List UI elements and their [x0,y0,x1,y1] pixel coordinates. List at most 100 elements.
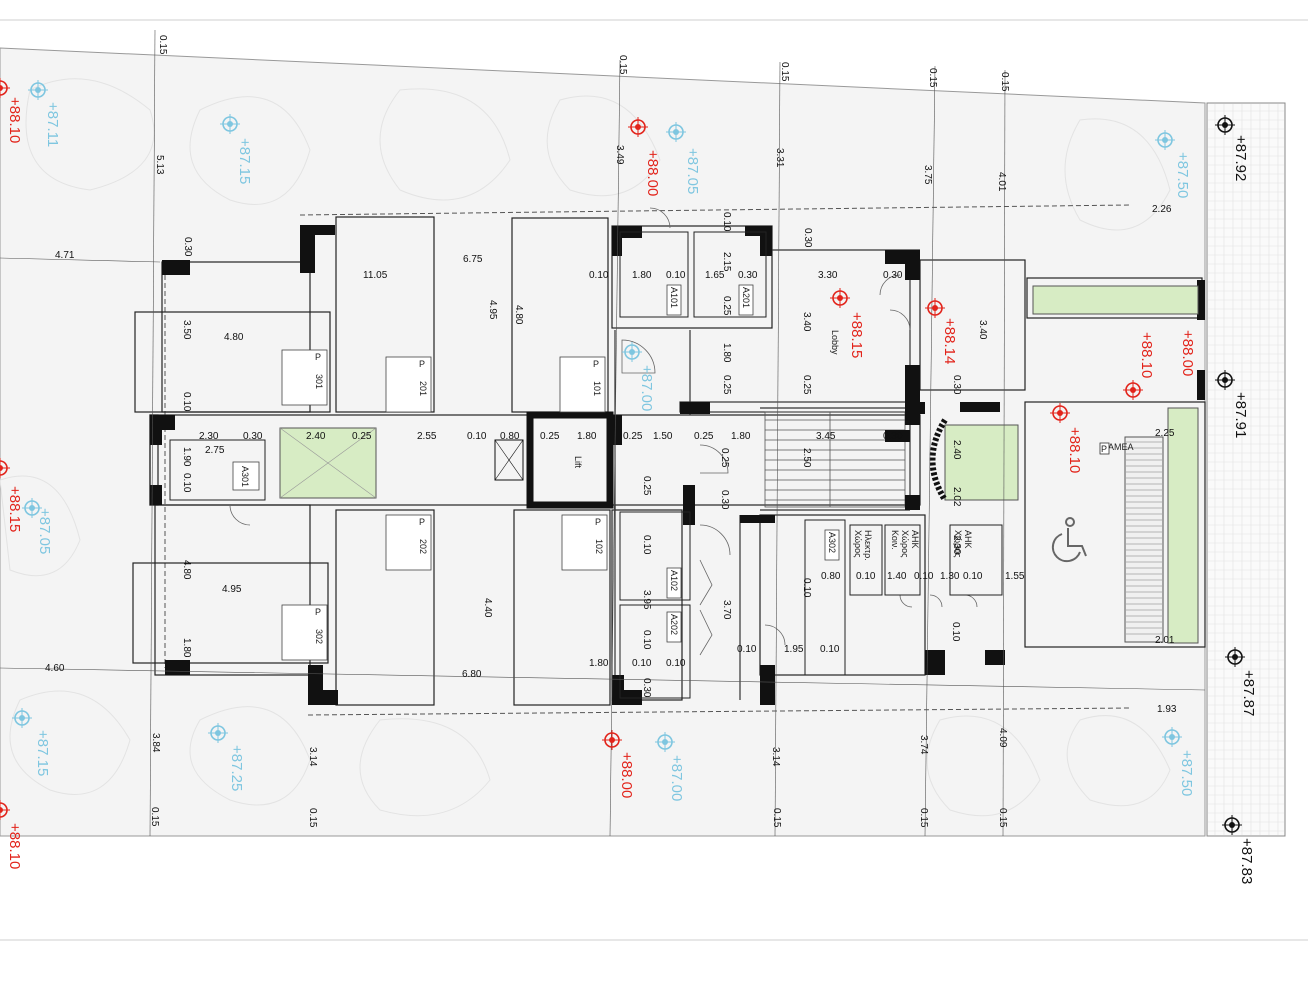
dimension-label: 0.15 [771,808,782,828]
dimension-label: 4.01 [996,172,1007,192]
dimension-lines [0,29,1206,837]
dimension-label: 0.25 [721,375,732,395]
amea-parking-symbol: P [1101,444,1107,454]
parking-number: 301 [314,374,324,389]
ramp [1124,436,1164,643]
dimension-label: 0.15 [918,808,929,828]
void-cross [279,427,377,499]
parking-tag-101: P 101 [559,356,606,413]
parking-number: 302 [314,629,324,644]
storage-label: A301 [240,466,250,487]
dimension-label: 2.75 [205,445,225,456]
storage-rooms [169,231,1003,699]
lift: Lift [494,411,614,509]
level-markers [0,78,1245,835]
dimension-label: 2.30 [199,431,219,442]
dimension-label: 1.80 [589,658,609,669]
dimension-label: 0.30 [883,270,903,281]
dimension-label: 0.10 [181,473,192,493]
amea-label: ΑΜΕΑ [1108,442,1134,452]
dimension-label: 0.15 [149,807,160,827]
dimension-label: 2.30 [951,535,962,555]
dimension-label: 2.26 [1152,204,1172,215]
dimension-label: 0.25 [352,431,372,442]
level-blue: +87.05 [684,148,701,194]
dimension-label: 2.40 [951,440,962,460]
doors [229,207,978,656]
level-black: +87.91 [1232,392,1249,438]
dimension-label: 3.31 [774,148,785,168]
dimension-label: 2.55 [417,431,437,442]
dimension-label: 0.25 [801,375,812,395]
dimension-label: 0.15 [927,68,938,88]
dimension-label: 2.02 [951,487,962,507]
level-red: +88.00 [618,752,635,798]
level-marker-icon [220,114,240,134]
level-blue: +87.11 [44,102,61,147]
dimension-label: 3.49 [614,145,625,165]
parking-number: 101 [592,381,602,396]
dimension-label: 3.75 [922,165,933,185]
dimension-label: 0.30 [182,237,193,257]
dimension-label: 1.65 [705,270,725,281]
level-marker-icon [0,458,10,478]
dimension-label: 0.25 [623,431,643,442]
dimension-label: 3.74 [918,735,929,755]
dimension-label: 4.71 [55,250,75,261]
dimension-label: 11.05 [363,270,388,281]
level-blue: +87.15 [236,138,253,184]
dimension-label: 0.30 [883,431,903,442]
storage-label: A302 [827,532,837,553]
dimension-label: 0.80 [500,431,520,442]
level-marker-icon [22,498,42,518]
elec-room-line1: Χώρος [853,530,863,558]
dimension-label: 2.50 [801,448,812,468]
dimension-label: 0.15 [997,808,1008,828]
sidewalk [1206,102,1286,837]
level-marker-icon [1050,403,1070,423]
amea-parking-tag [1099,442,1110,455]
level-blue: +87.50 [1174,152,1191,198]
dimension-label: 0.10 [820,644,840,655]
dimension-label: 2.25 [1155,428,1175,439]
ank-a-line3: ΑΗΚ [910,530,920,549]
lift-label: Lift [573,456,583,469]
level-red: +88.10 [6,97,23,143]
dimension-label: 1.90 [181,447,192,467]
columns [150,225,1205,705]
level-marker-icon [1155,130,1175,150]
dimension-label: 0.30 [641,678,652,698]
storage-label: A101 [669,287,679,308]
level-blue: +87.50 [1178,750,1195,796]
dimension-label: 0.25 [540,431,560,442]
level-marker-icon [602,730,622,750]
parking-symbol: P [593,359,599,369]
dimension-label: 3.14 [307,747,318,767]
plot-area [0,47,1206,837]
level-blue: +87.25 [228,745,245,791]
dimension-label: 0.15 [157,35,168,55]
dimension-label: 1.55 [1005,571,1025,582]
dimension-label: 0.10 [666,658,686,669]
storage-label: A202 [669,614,679,635]
dimension-label: 3.50 [181,320,192,340]
storage-tag-A102: A102 [666,567,682,599]
ank-a-line2: Χώρος [900,530,910,558]
ank-a-line1: Κοιν. [890,530,900,550]
dimension-label: 3.40 [801,312,812,332]
level-red: +88.14 [941,318,958,364]
level-red: +88.15 [6,486,23,532]
level-marker-icon [0,78,10,98]
level-marker-icon [1215,370,1235,390]
dimension-label: 0.30 [738,270,758,281]
level-marker-icon [666,122,686,142]
green-areas [279,285,1199,644]
dimension-label: 0.10 [632,658,652,669]
storage-label: A201 [741,287,751,308]
